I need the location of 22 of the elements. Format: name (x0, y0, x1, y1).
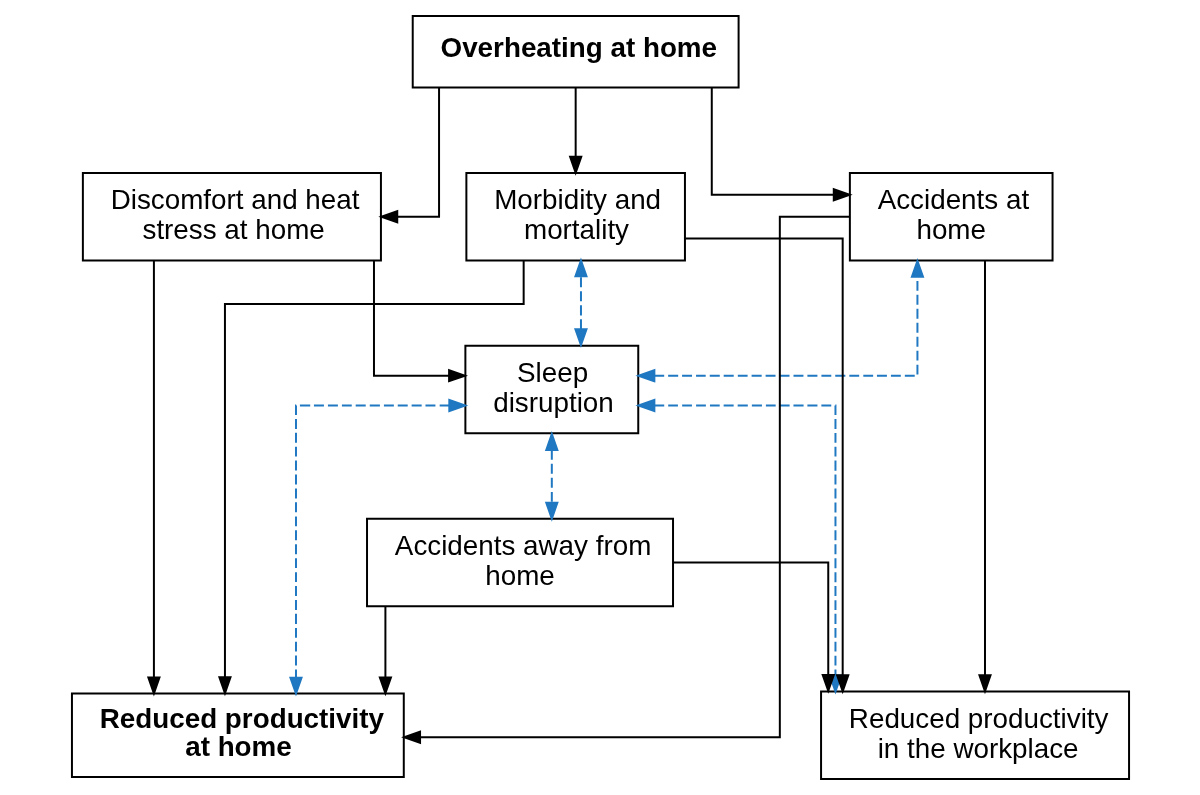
arrow (372, 259, 468, 383)
node-box: Morbidity and mortality (464, 171, 686, 262)
arrow (217, 259, 525, 697)
arrow (377, 605, 392, 697)
node-box: Accidents away from home (365, 517, 674, 608)
arrow (568, 86, 583, 176)
arrow (977, 259, 992, 695)
arrow (573, 257, 588, 349)
arrow (146, 259, 161, 697)
arrow (671, 561, 835, 694)
arrow (544, 431, 559, 522)
arrow (634, 257, 924, 383)
node-box: Reduced productivity at home (70, 692, 405, 778)
arrow (400, 215, 851, 745)
arrow (710, 86, 853, 202)
node-box: Overheating at home (411, 15, 740, 89)
node-box: Sleep disruption (463, 344, 639, 435)
node-box: Reduced productivity in the workplace (819, 690, 1130, 780)
arrow (288, 398, 468, 697)
node-box: Discomfort and heat stress at home (81, 171, 382, 262)
node-box: Accidents at home (848, 171, 1054, 262)
arrow (377, 86, 440, 224)
